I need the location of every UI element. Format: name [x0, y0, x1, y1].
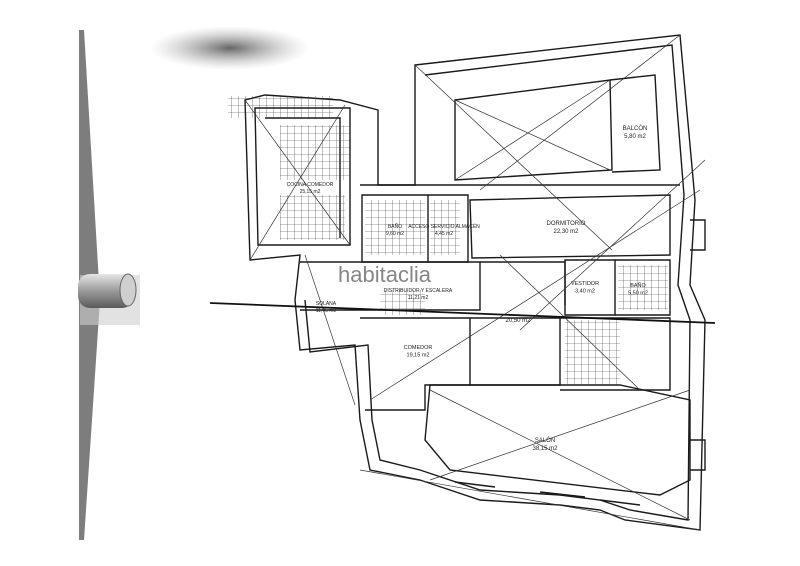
ink-blot [150, 26, 310, 70]
room-area-vestidor: 3,40 m2 [575, 289, 595, 295]
room-name-dormitorio: DORMITORIO [547, 221, 586, 227]
binder-ring [78, 274, 134, 308]
room-area-dormitorio: 22,30 m2 [553, 229, 579, 235]
room-area-acceso: 4,45 m2 [435, 231, 453, 237]
tile-hatching [228, 96, 668, 385]
room-name-cocina: COCINA COMEDOR [287, 182, 334, 188]
room-name-acceso: ACCESO SERVICIO ALMACÉN [408, 223, 480, 230]
room-name-comedor: COMEDOR [404, 345, 433, 351]
room-area-pasillo: 20,50 m2 [505, 318, 531, 324]
room-area-salon: 38,15 m2 [532, 446, 558, 452]
room-area-bano2: 5,50 m2 [628, 291, 648, 297]
room-area-cocina: 25,15 m2 [300, 189, 321, 195]
room-name-distribuidor: DISTRIBUIDOR Y ESCALERA [384, 288, 453, 294]
room-area-distribuidor: 11,21 m2 [408, 295, 429, 301]
room-name-bano1: BAÑO [388, 223, 402, 230]
room-area-comedor: 19,15 m2 [407, 353, 430, 359]
watermark: habitaclia [338, 262, 432, 287]
room-area-balcon: 5,80 m2 [624, 134, 646, 140]
room-area-bano1: 9,60 m2 [386, 231, 404, 237]
room-name-balcon: BALCÓN [623, 125, 648, 132]
room-name-vestidor: VESTIDOR [571, 281, 599, 287]
binder-ring-cap [119, 273, 137, 307]
roof-diagonals [244, 34, 706, 531]
section-line [209, 302, 716, 324]
room-area-solana: 11,45 m2 [316, 308, 337, 314]
room-name-solana: SOLANA [316, 301, 337, 307]
room-name-salon: SALÓN [535, 437, 555, 444]
room-name-bano2: BAÑO [630, 282, 646, 289]
walls [244, 34, 706, 531]
